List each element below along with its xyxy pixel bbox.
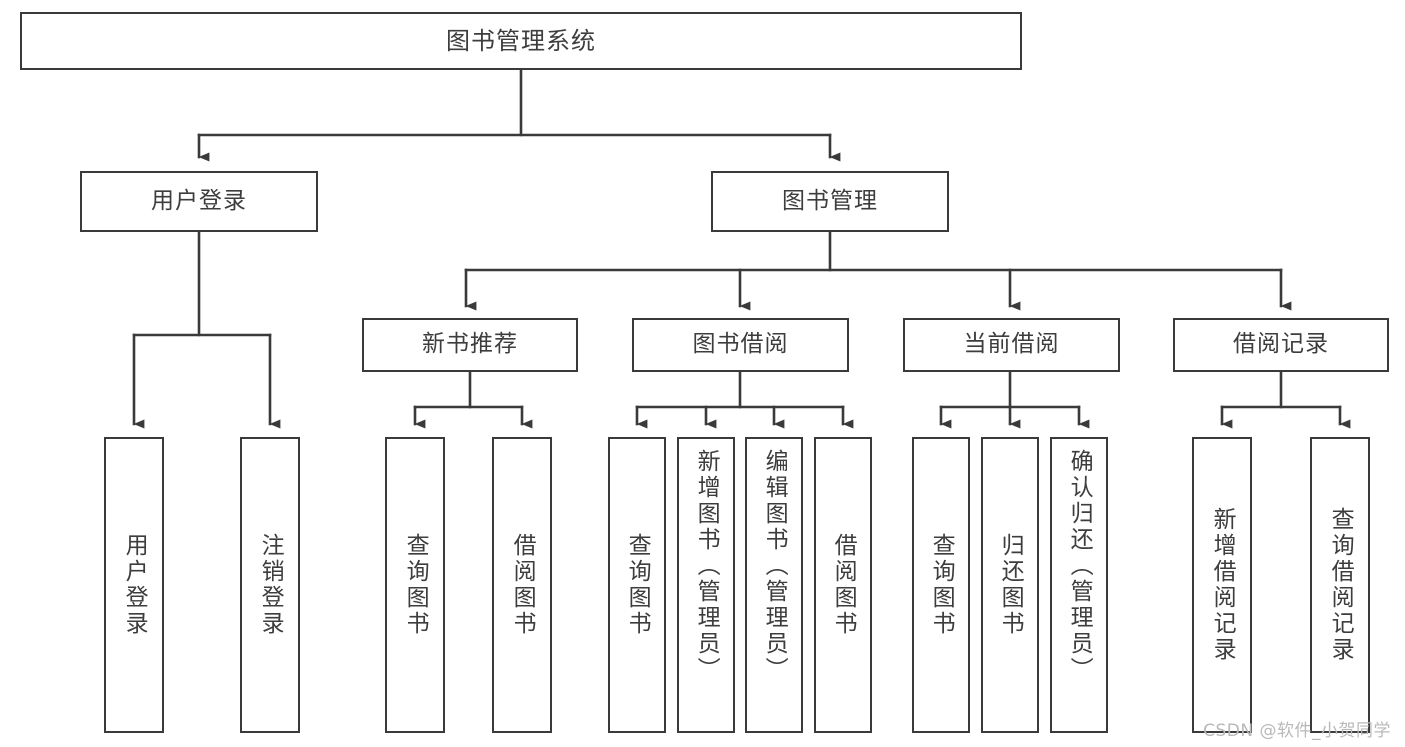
node-leaf-borrow-book-recommend-label: 借阅图书 <box>509 533 536 637</box>
node-leaf-borrow-book-label: 借阅图书 <box>830 533 857 637</box>
node-book-management[interactable]: 图书管理 <box>711 171 949 232</box>
node-leaf-query-book-recommend-label: 查询图书 <box>402 533 429 637</box>
node-leaf-query-borrow-record[interactable]: 查询借阅记录 <box>1310 437 1370 733</box>
node-leaf-query-book-current-label: 查询图书 <box>928 533 955 637</box>
node-current-borrow-label: 当前借阅 <box>963 331 1060 358</box>
node-leaf-query-borrow-record-label: 查询借阅记录 <box>1327 507 1354 663</box>
node-borrow-record[interactable]: 借阅记录 <box>1173 318 1389 372</box>
node-leaf-borrow-book-recommend[interactable]: 借阅图书 <box>492 437 552 733</box>
node-leaf-query-book-recommend[interactable]: 查询图书 <box>385 437 445 733</box>
node-current-borrow[interactable]: 当前借阅 <box>903 318 1120 372</box>
node-leaf-edit-book-admin-label: 编辑图书（管理员） <box>761 449 788 683</box>
node-leaf-add-borrow-record-label: 新增借阅记录 <box>1209 507 1236 663</box>
node-book-borrow-label: 图书借阅 <box>692 331 789 358</box>
node-root-label: 图书管理系统 <box>446 26 596 55</box>
node-leaf-add-book-admin-label: 新增图书（管理员） <box>693 449 720 683</box>
node-leaf-logout-label: 注销登录 <box>257 533 284 637</box>
node-user-login[interactable]: 用户登录 <box>80 171 318 232</box>
node-new-book-recommend[interactable]: 新书推荐 <box>362 318 578 372</box>
node-new-book-recommend-label: 新书推荐 <box>422 331 518 358</box>
node-book-management-label: 图书管理 <box>782 187 878 214</box>
node-user-login-label: 用户登录 <box>151 187 247 214</box>
csdn-watermark: CSDN @软件_小贺同学 <box>1203 721 1391 741</box>
node-leaf-logout[interactable]: 注销登录 <box>240 437 300 733</box>
node-leaf-confirm-return-admin[interactable]: 确认归还（管理员） <box>1050 437 1108 733</box>
node-leaf-user-login[interactable]: 用户登录 <box>104 437 164 733</box>
node-leaf-return-book-label: 归还图书 <box>997 533 1024 637</box>
node-leaf-edit-book-admin[interactable]: 编辑图书（管理员） <box>745 437 803 733</box>
node-leaf-confirm-return-admin-label: 确认归还（管理员） <box>1066 449 1093 683</box>
node-leaf-add-book-admin[interactable]: 新增图书（管理员） <box>677 437 735 733</box>
node-leaf-query-book-current[interactable]: 查询图书 <box>912 437 970 733</box>
node-borrow-record-label: 借阅记录 <box>1233 331 1329 358</box>
node-leaf-query-book-borrow-label: 查询图书 <box>624 533 651 637</box>
node-leaf-add-borrow-record[interactable]: 新增借阅记录 <box>1192 437 1252 733</box>
node-book-borrow[interactable]: 图书借阅 <box>632 318 849 372</box>
node-root-book-management-system[interactable]: 图书管理系统 <box>20 12 1022 70</box>
node-leaf-borrow-book[interactable]: 借阅图书 <box>814 437 872 733</box>
node-leaf-user-login-label: 用户登录 <box>121 533 148 637</box>
node-leaf-return-book[interactable]: 归还图书 <box>981 437 1039 733</box>
node-leaf-query-book-borrow[interactable]: 查询图书 <box>608 437 666 733</box>
